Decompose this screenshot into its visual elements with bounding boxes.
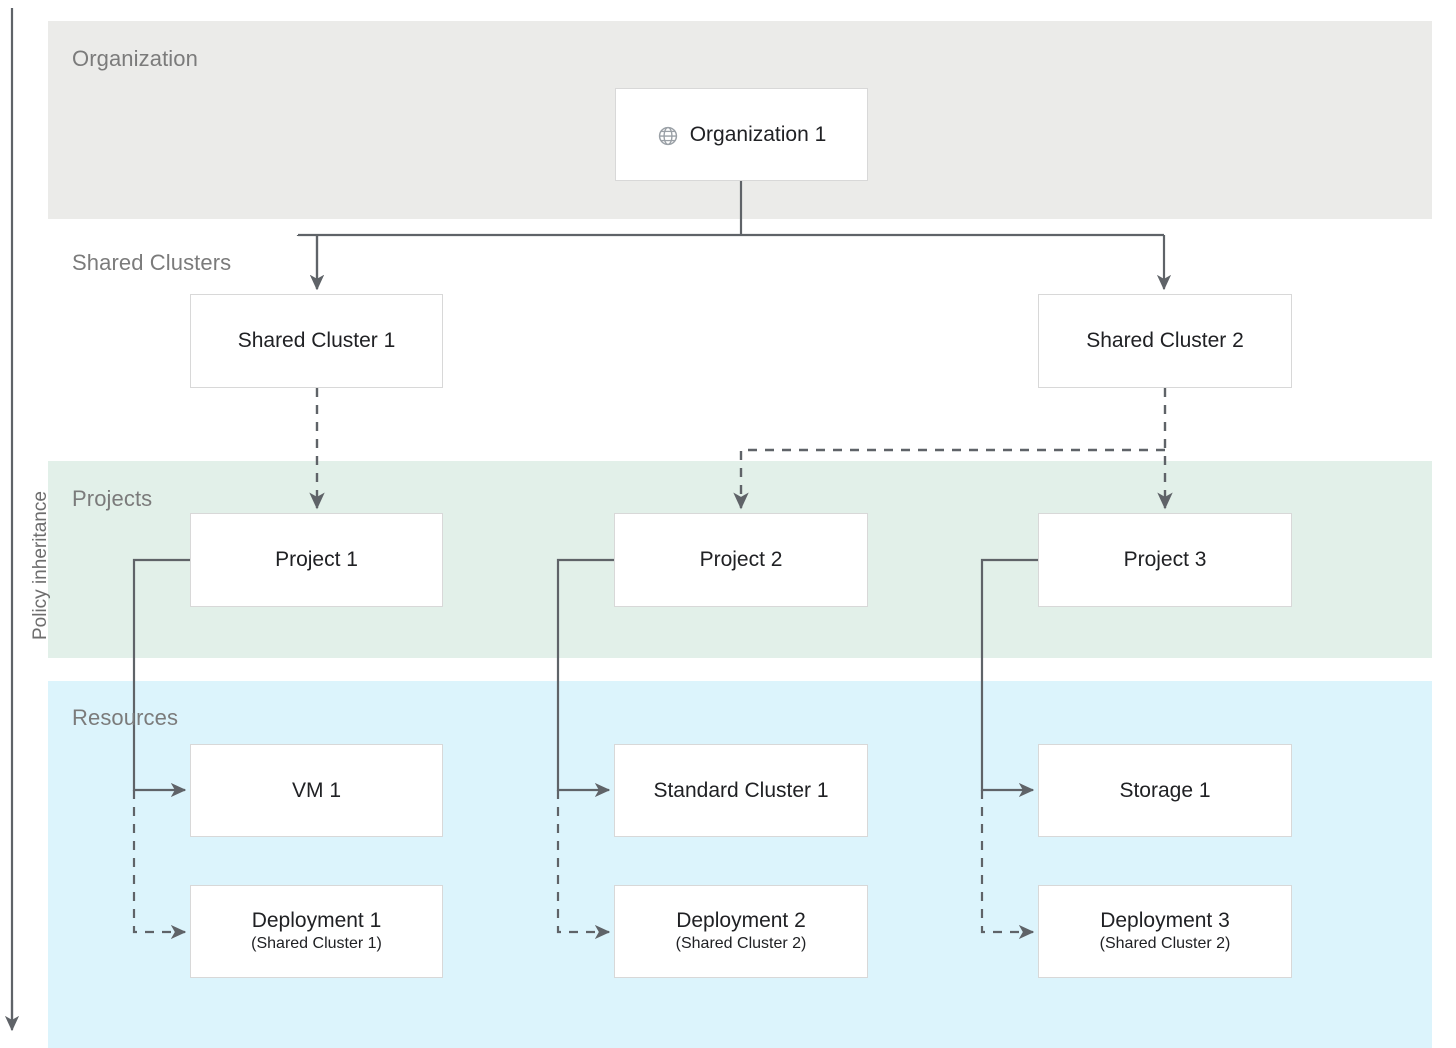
- node-label: Shared Cluster 1: [237, 329, 396, 353]
- node-organization-1[interactable]: Organization 1: [615, 88, 868, 181]
- node-standard-cluster-1[interactable]: Standard Cluster 1: [614, 744, 868, 837]
- node-shared-cluster-2[interactable]: Shared Cluster 2: [1038, 294, 1292, 388]
- node-deployment-3[interactable]: Deployment 3 (Shared Cluster 2): [1038, 885, 1292, 978]
- node-sublabel: (Shared Cluster 2): [1099, 934, 1231, 952]
- band-label-resources: Resources: [72, 705, 179, 730]
- node-project-1[interactable]: Project 1: [190, 513, 443, 607]
- node-label: Shared Cluster 2: [1086, 329, 1244, 353]
- node-label: Organization 1: [689, 122, 827, 146]
- node-project-2[interactable]: Project 2: [614, 513, 868, 607]
- edge-organization-to-shared-clusters: [296, 180, 1172, 291]
- band-label-projects: Projects: [72, 486, 153, 511]
- globe-icon: [657, 125, 679, 147]
- node-deployment-2[interactable]: Deployment 2 (Shared Cluster 2): [614, 885, 868, 978]
- band-label-shared-clusters: Shared Clusters: [72, 250, 232, 275]
- edge-project-1-to-resources: [132, 558, 190, 940]
- node-project-3[interactable]: Project 3: [1038, 513, 1292, 607]
- policy-inheritance-label: Policy inheritance: [30, 491, 51, 640]
- band-label-organization: Organization: [72, 46, 198, 71]
- node-label: Project 3: [1123, 548, 1207, 572]
- node-label: Project 2: [699, 548, 783, 572]
- edge-shared-cluster-2-to-project-2: [733, 448, 1165, 510]
- edge-project-2-to-resources: [556, 558, 614, 940]
- resources-band: [48, 681, 1432, 1048]
- node-label: Deployment 1: [251, 909, 382, 933]
- node-label: Deployment 2: [676, 909, 806, 933]
- edge-project-3-to-resources: [980, 558, 1038, 940]
- node-label: Deployment 3: [1100, 909, 1230, 933]
- node-label: Project 1: [275, 548, 358, 572]
- node-deployment-1[interactable]: Deployment 1 (Shared Cluster 1): [190, 885, 443, 978]
- node-label: Storage 1: [1119, 778, 1211, 802]
- node-sublabel: (Shared Cluster 2): [675, 934, 807, 952]
- node-sublabel: (Shared Cluster 1): [251, 934, 382, 952]
- node-label: Standard Cluster 1: [653, 778, 829, 802]
- node-label: VM 1: [291, 778, 341, 802]
- node-vm-1[interactable]: VM 1: [190, 744, 443, 837]
- node-shared-cluster-1[interactable]: Shared Cluster 1: [190, 294, 443, 388]
- node-storage-1[interactable]: Storage 1: [1038, 744, 1292, 837]
